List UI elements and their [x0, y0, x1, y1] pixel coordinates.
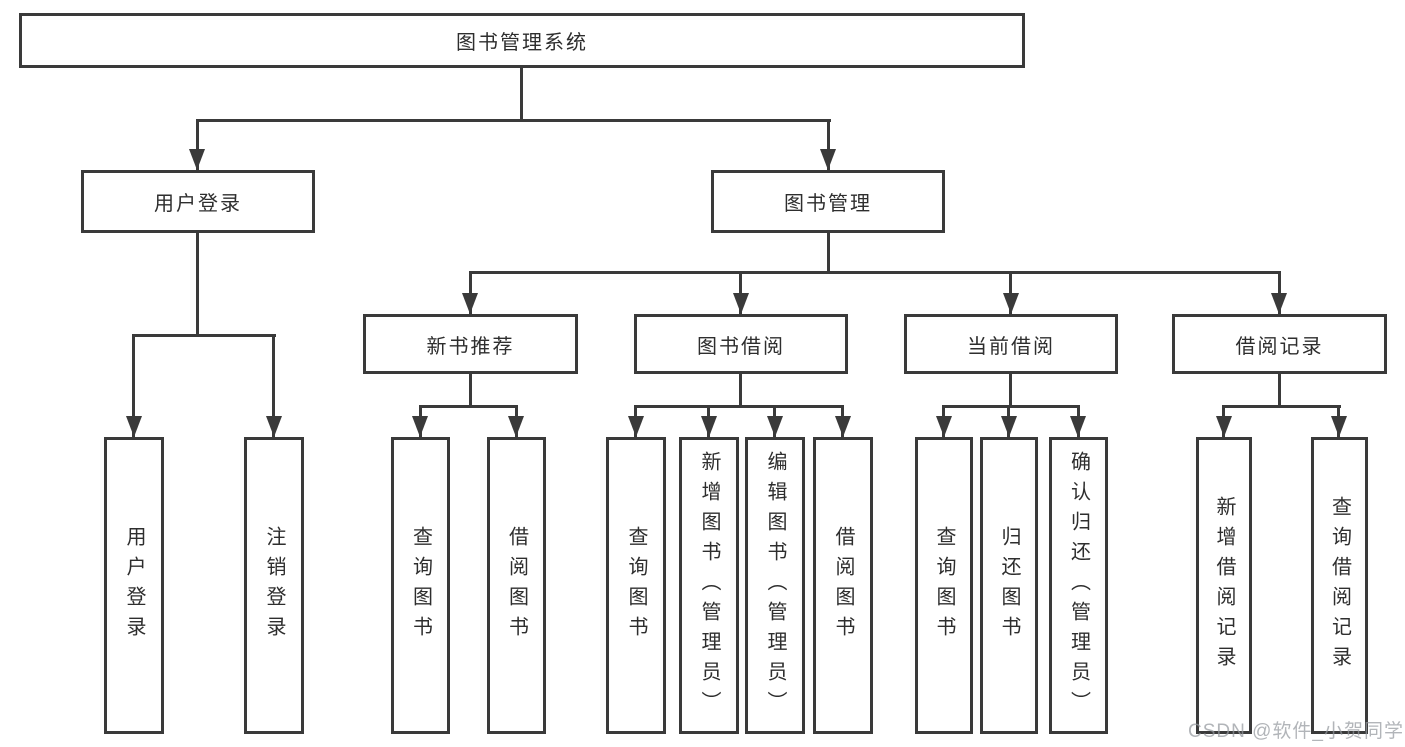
connector-current-borrow-vline — [1009, 374, 1012, 408]
arrow-down-icon — [1003, 293, 1019, 314]
connector-stub — [132, 334, 135, 437]
arrow-down-icon — [508, 416, 524, 437]
arrow-down-icon — [628, 416, 644, 437]
arrow-down-icon — [767, 416, 783, 437]
arrow-down-icon — [733, 293, 749, 314]
connector-stub — [827, 119, 830, 170]
node-book-borrowing: 图书借阅 — [634, 314, 848, 374]
arrow-down-icon — [1331, 416, 1347, 437]
connector-current-borrow-hline — [942, 405, 1080, 408]
arrow-down-icon — [1271, 293, 1287, 314]
connector-new-book-hline — [419, 405, 518, 408]
connector-book-borrow-hline — [634, 405, 844, 408]
connector-new-book-vline — [469, 374, 472, 408]
arrow-down-icon — [126, 416, 142, 437]
connector-stub — [1009, 271, 1012, 314]
connector-root-vline — [520, 68, 523, 121]
leaf-borrow-borrow-books: 借阅图书 — [813, 437, 873, 734]
arrow-down-icon — [936, 416, 952, 437]
leaf-recommend-borrow-books: 借阅图书 — [487, 437, 546, 734]
leaf-recommend-query-books: 查询图书 — [391, 437, 450, 734]
connector-stub — [196, 119, 199, 170]
arrow-down-icon — [266, 416, 282, 437]
node-new-book-recommend: 新书推荐 — [363, 314, 578, 374]
arrow-down-icon — [1216, 416, 1232, 437]
connector-stub — [739, 271, 742, 314]
leaf-records-query-record: 查询借阅记录 — [1311, 437, 1368, 734]
node-current-borrowing: 当前借阅 — [904, 314, 1118, 374]
connector-user-login-hline — [132, 334, 276, 337]
node-book-management: 图书管理 — [711, 170, 945, 233]
leaf-current-return-books: 归还图书 — [980, 437, 1038, 734]
arrow-down-icon — [701, 416, 717, 437]
connector-records-hline — [1222, 405, 1341, 408]
arrow-down-icon — [1001, 416, 1017, 437]
connector-root-hline — [196, 119, 831, 122]
arrow-down-icon — [820, 149, 836, 170]
arrow-down-icon — [1070, 416, 1086, 437]
leaf-current-query-books: 查询图书 — [915, 437, 973, 734]
arrow-down-icon — [835, 416, 851, 437]
leaf-logout: 注销登录 — [244, 437, 304, 734]
connector-book-mgmt-hline — [469, 271, 1281, 274]
leaf-borrow-query-books: 查询图书 — [606, 437, 666, 734]
connector-book-mgmt-vline — [827, 233, 830, 274]
leaf-borrow-edit-books-admin: 编辑图书（管理员） — [745, 437, 805, 734]
leaf-records-add-record: 新增借阅记录 — [1196, 437, 1252, 734]
connector-records-vline — [1278, 374, 1281, 408]
node-borrowing-records: 借阅记录 — [1172, 314, 1387, 374]
node-user-login: 用户登录 — [81, 170, 315, 233]
connector-stub — [272, 334, 275, 437]
arrow-down-icon — [189, 149, 205, 170]
leaf-borrow-add-books-admin: 新增图书（管理员） — [679, 437, 739, 734]
watermark: CSDN @软件_小贺同学 — [1188, 721, 1404, 742]
connector-book-borrow-vline — [739, 374, 742, 408]
node-root: 图书管理系统 — [19, 13, 1025, 68]
connector-user-login-vline — [196, 233, 199, 337]
leaf-user-login: 用户登录 — [104, 437, 164, 734]
connector-stub — [469, 271, 472, 314]
connector-stub — [1278, 271, 1281, 314]
arrow-down-icon — [462, 293, 478, 314]
arrow-down-icon — [412, 416, 428, 437]
leaf-current-confirm-return-admin: 确认归还（管理员） — [1049, 437, 1108, 734]
